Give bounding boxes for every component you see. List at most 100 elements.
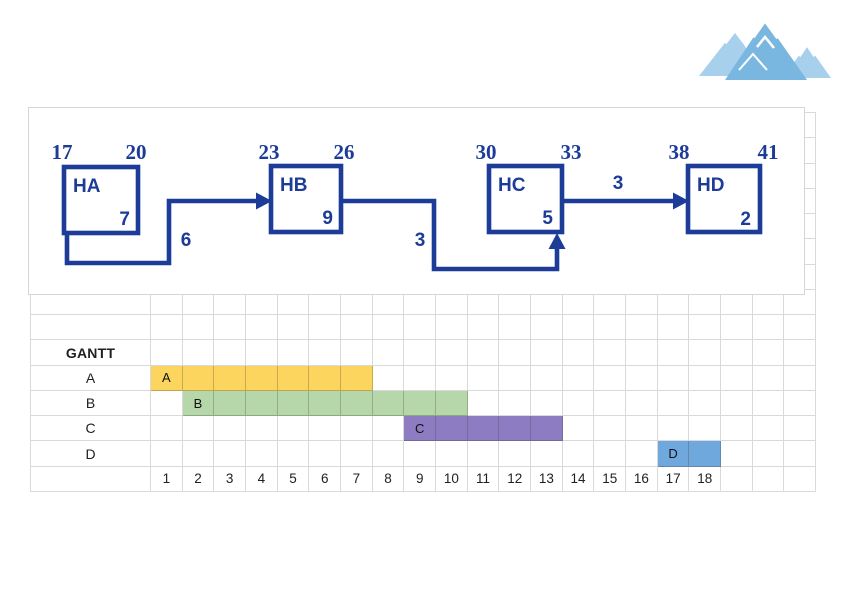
node-box-hd xyxy=(685,163,763,235)
gantt-bar-segment xyxy=(277,390,310,417)
sheet-cell xyxy=(531,315,563,341)
edge-hb-hc xyxy=(341,198,560,272)
sheet-cell xyxy=(499,340,532,366)
gantt-axis-cell: 12 xyxy=(499,466,532,492)
gantt-bar-segment xyxy=(436,390,468,417)
sheet-cell xyxy=(436,441,468,467)
sheet-cell xyxy=(657,340,690,366)
sheet-cell xyxy=(467,289,500,316)
gantt-bar-segment xyxy=(467,416,500,442)
sheet-cell xyxy=(246,289,278,316)
sheet-cell xyxy=(404,441,437,467)
sheet-cell xyxy=(689,416,722,442)
sheet-cell xyxy=(594,416,627,442)
sheet-cell xyxy=(594,289,627,316)
node-ha-start: 17 xyxy=(52,140,73,164)
sheet-cell xyxy=(752,441,785,467)
sheet-cell xyxy=(341,315,373,341)
gantt-axis-cell: 13 xyxy=(531,466,563,492)
sheet-cell xyxy=(309,416,342,442)
node-ha-finish: 20 xyxy=(126,140,147,164)
sheet-cell xyxy=(721,416,753,442)
node-box-hc xyxy=(486,163,565,235)
sheet-cell xyxy=(626,365,658,391)
snow-cap-main xyxy=(751,16,780,40)
sheet-cell xyxy=(499,289,532,316)
gantt-axis-cell: 16 xyxy=(626,466,658,492)
sheet-cell xyxy=(436,289,468,316)
node-hd-finish: 41 xyxy=(758,140,779,164)
sheet-cell xyxy=(689,289,722,316)
sheet-cell xyxy=(594,390,627,417)
node-hb-label: HB xyxy=(280,175,307,196)
gantt-axis-cell: 11 xyxy=(467,466,500,492)
sheet-cell xyxy=(372,315,405,341)
gantt-axis-cell: 7 xyxy=(341,466,373,492)
sheet-cell xyxy=(784,390,817,417)
sheet-cell xyxy=(689,340,722,366)
sheet-cell xyxy=(784,315,817,341)
gantt-bar-segment xyxy=(214,365,247,391)
sheet-cell xyxy=(752,340,785,366)
gantt-bar-segment xyxy=(214,390,247,417)
sheet-cell xyxy=(562,315,595,341)
gantt-bar-label-cell: A xyxy=(151,365,183,391)
gantt-bar-segment xyxy=(309,390,342,417)
sheet-cell xyxy=(182,340,215,366)
sheet-cell xyxy=(467,340,500,366)
sheet-cell xyxy=(151,390,183,417)
sheet-cell xyxy=(31,289,151,316)
gantt-axis-cell: 5 xyxy=(277,466,310,492)
sheet-cell xyxy=(467,441,500,467)
sheet-cell xyxy=(499,365,532,391)
gantt-bar-segment xyxy=(341,365,373,391)
sheet-cell xyxy=(626,315,658,341)
sheet-cell xyxy=(784,340,817,366)
sheet-cell xyxy=(562,416,595,442)
network-diagram: 17 20 23 26 30 33 38 41 HA HB HC HD 7 9 … xyxy=(52,140,779,272)
gantt-bar-segment xyxy=(246,365,278,391)
sheet-cell xyxy=(436,340,468,366)
sheet-cell xyxy=(182,289,215,316)
sheet-cell xyxy=(214,441,247,467)
gantt-axis-cell: 9 xyxy=(404,466,437,492)
sheet-cell xyxy=(436,315,468,341)
node-hd-duration: 2 xyxy=(740,209,751,230)
gantt-axis-cell: 8 xyxy=(372,466,405,492)
sheet-cell xyxy=(182,416,215,442)
sheet-cell xyxy=(341,340,373,366)
sheet-cell xyxy=(531,340,563,366)
sheet-cell xyxy=(689,390,722,417)
sheet-cell xyxy=(404,315,437,341)
gantt-axis-cell: 17 xyxy=(657,466,690,492)
sheet-cell xyxy=(214,340,247,366)
gantt-axis-cell: 2 xyxy=(182,466,215,492)
gantt-bar-segment xyxy=(531,416,563,442)
gantt-row-label: A xyxy=(31,365,151,391)
sheet-cell xyxy=(214,416,247,442)
sheet-cell xyxy=(626,289,658,316)
gantt-row-label: D xyxy=(31,441,151,467)
sheet-cell xyxy=(404,289,437,316)
sheet-cell xyxy=(531,289,563,316)
sheet-cell xyxy=(246,340,278,366)
sheet-cell xyxy=(309,441,342,467)
node-box-hb xyxy=(268,163,344,235)
gantt-bar-segment xyxy=(499,416,532,442)
node-hb-finish: 26 xyxy=(334,140,355,164)
sheet-cell xyxy=(341,289,373,316)
sheet-cell xyxy=(657,416,690,442)
gantt-title-cell: GANTT xyxy=(31,340,151,366)
sheet-cell xyxy=(752,466,785,492)
gantt-bar-segment xyxy=(246,390,278,417)
snow-line-main xyxy=(756,35,775,49)
sheet-cell xyxy=(657,315,690,341)
gantt-axis-cell: 18 xyxy=(689,466,722,492)
sheet-cell xyxy=(277,289,310,316)
gantt-axis-cell: 10 xyxy=(436,466,468,492)
sheet-cell xyxy=(752,416,785,442)
sheet-cell xyxy=(626,390,658,417)
sheet-cell xyxy=(151,289,183,316)
sheet-cell xyxy=(246,315,278,341)
